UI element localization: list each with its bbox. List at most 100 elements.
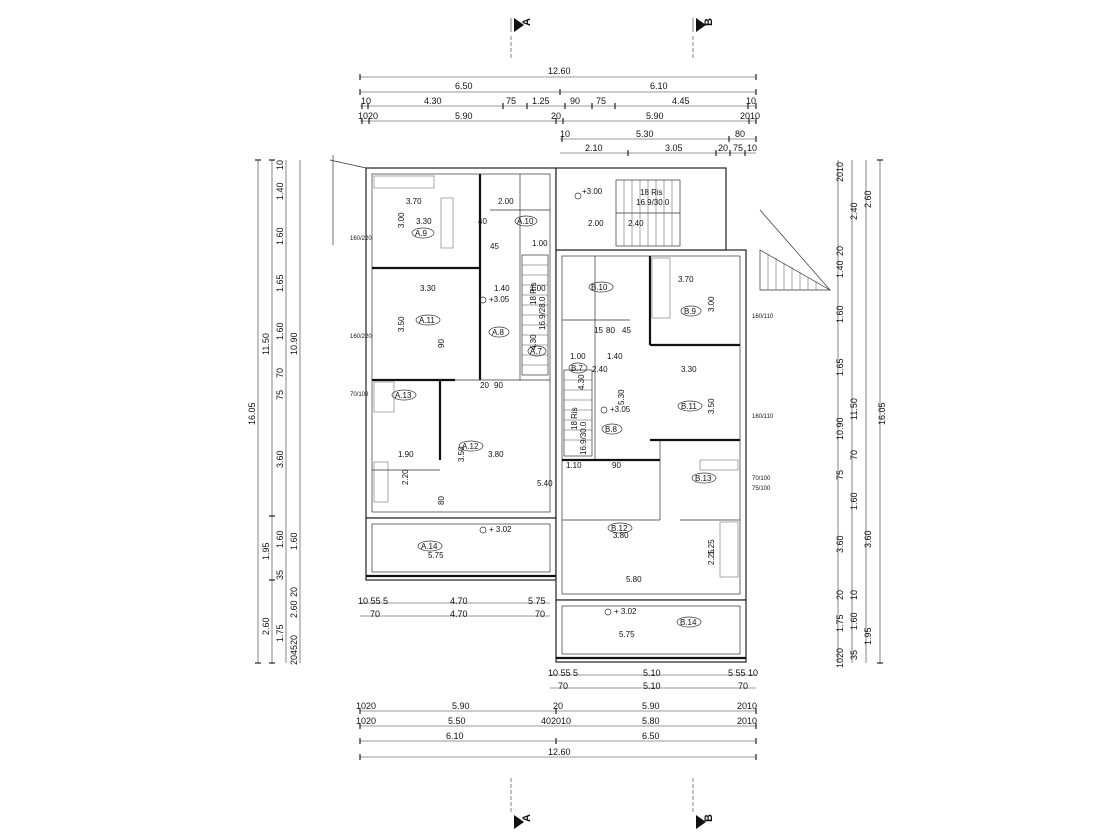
dim-b-r1-2: 20 [553, 701, 563, 711]
dim-b-r3-0: 6.10 [446, 731, 464, 741]
room-a7: A.7 [530, 347, 543, 356]
dim-top-r2-6: 4.45 [672, 96, 690, 106]
dim-top-total: 12.60 [548, 66, 571, 76]
dim-left-c3-8: 3.60 [275, 450, 285, 468]
dim-b-r1-0: 1020 [356, 701, 376, 711]
dim-left-c3-14: 204520 [289, 635, 299, 665]
dim-bl-b1: 4.70 [450, 609, 468, 619]
a-dim-4: 1.40 [494, 284, 510, 293]
dim-right-c3-13: 1020 [835, 648, 845, 668]
a-dim-2: 2.00 [498, 197, 514, 206]
b-dim-18: 45 [622, 326, 631, 335]
unit-a-plan [329, 155, 557, 581]
dim-br-b0: 70 [558, 681, 568, 691]
top-dimensions: 12.60 6.50 6.10 10 4.30 75 1.25 90 75 4.… [358, 66, 760, 156]
room-tags: A.9 A.10 A.11 A.8 A.7 A.13 A.12 A.14 B.7… [391, 215, 717, 628]
dim-left-total: 16.05 [247, 402, 257, 425]
balcony-b [555, 599, 747, 663]
dim-top-r2-5: 75 [596, 96, 606, 106]
stair-a-dims: 16.9/28.0 [538, 296, 547, 330]
dim-br-a1: 5.10 [643, 668, 661, 678]
window-tag-5: 160/110 [752, 414, 774, 420]
dim-right-c3-5: 1.60 [849, 492, 859, 510]
a-dim-7: 3.50 [397, 316, 406, 332]
b-dim-3: 3.00 [707, 296, 716, 312]
a-dim-8: 90 [437, 339, 446, 348]
dim-bl-a1: 4.70 [450, 596, 468, 606]
dim-right-c3-7: 75 [835, 470, 845, 480]
dim-top-r3-3: 5.90 [646, 111, 664, 121]
room-b9: B.9 [684, 307, 697, 316]
dim-top-r4-1: 5.30 [636, 129, 654, 139]
dim-left-c3-2: 1.60 [275, 227, 285, 245]
dim-right-c1-2: 1.95 [863, 627, 873, 645]
level-stair-top: +3.00 [582, 187, 603, 196]
dim-top-r1-1: 6.10 [650, 81, 668, 91]
b-dim-0: 2.00 [588, 219, 604, 228]
dim-right-c3-9: 20 [835, 590, 845, 600]
window-tag-2: 70/100 [350, 392, 369, 398]
a-dim-5: 1.00 [530, 284, 546, 293]
b-dim-8: 1.00 [570, 352, 586, 361]
dim-top-r3-1: 5.90 [455, 111, 473, 121]
dim-right-c1-0: 2.60 [863, 190, 873, 208]
dim-bl-a2: 5 75 [528, 596, 546, 606]
dim-left-c3-12: 1.75 [275, 624, 285, 642]
dim-b-r3-1: 6.50 [642, 731, 660, 741]
a-dim-3: 3.00 [397, 212, 406, 228]
a-dim-13: 5.40 [537, 479, 553, 488]
left-dimensions: 16.05 11.50 1.95 2.60 1.40 1.60 1.65 1.6… [247, 159, 301, 665]
room-a8: A.8 [492, 328, 505, 337]
a-dim-12: 2.20 [401, 469, 410, 485]
stair-labels: 18 Ris 16.9/30.0 18 Ris 16.9/28.0 18 Ris… [529, 188, 670, 455]
b-dim-12: 5.75 [619, 630, 635, 639]
dim-left-c1-0: 11.50 [261, 333, 271, 355]
dim-left-c3-5: 70 [275, 368, 285, 378]
dim-right-total: 16.05 [877, 402, 887, 425]
dim-b-total: 12.60 [548, 747, 571, 757]
a-dim-9: 3.80 [488, 450, 504, 459]
dim-right-c3-4: 1.65 [835, 358, 845, 376]
right-dimensions: 2010 20 1.40 1.60 1.65 10.90 75 3.60 20 … [835, 159, 887, 668]
stair-a [521, 254, 549, 376]
section-label-a-top: A [521, 18, 533, 26]
dim-top-r2-0: 10 [361, 96, 371, 106]
dim-top-r5-2: 20 [718, 143, 728, 153]
b-dim-14: 1.10 [566, 461, 582, 470]
a-dim-0: 3.70 [406, 197, 422, 206]
dim-right-c1-1: 11.50 [849, 398, 859, 420]
dim-right-c3-8b: 3.60 [863, 530, 873, 548]
dim-b-r2-3: 5.80 [642, 716, 660, 726]
dim-bl-b2: 70 [535, 609, 545, 619]
section-label-a-bottom: A [521, 814, 533, 822]
room-b13: B.13 [695, 474, 712, 483]
room-a9: A.9 [415, 229, 428, 238]
dim-b-r1-4: 2010 [737, 701, 757, 711]
section-label-b-bottom: B [703, 814, 715, 822]
b-dim-6: 1.40 [607, 352, 623, 361]
dim-top-r3-4: 2010 [740, 111, 760, 121]
dim-left-c2-1: 1.60 [289, 532, 299, 550]
b-dim-10: 3.80 [613, 531, 629, 540]
inner-dims-a: 3.70 3.30 2.00 3.00 1.40 1.00 3.30 3.50 … [397, 197, 553, 560]
window-tag-6: 75/100 [752, 486, 771, 492]
dim-top-r5-3: 75 [733, 143, 743, 153]
b-dim-5: 3.50 [707, 398, 716, 414]
b-dim-7: 2.40 [592, 365, 608, 374]
level-a-main: +3.05 [489, 295, 510, 304]
dim-b-r2-2: 402010 [541, 716, 571, 726]
b-dim-19: 4.30 [577, 374, 586, 390]
room-b14: B.14 [680, 618, 697, 627]
room-a10: A.10 [517, 217, 534, 226]
a-dim-1: 3.30 [416, 217, 432, 226]
dim-top-r2-1: 4.30 [424, 96, 442, 106]
stair-a-ris: 18 Ris [529, 282, 538, 305]
room-a12: A.12 [462, 442, 479, 451]
stair-top-dims: 16.9/30.0 [636, 198, 670, 207]
section-marker-b-bottom: B [692, 778, 715, 829]
room-b11: B.11 [681, 402, 697, 411]
room-a11: A.11 [419, 316, 435, 325]
b-dim-13: 2.25 [707, 549, 716, 565]
section-marker-a-bottom: A [510, 778, 533, 829]
window-tags: 160/220 160/220 70/100 70/100 160/110 16… [350, 236, 774, 492]
